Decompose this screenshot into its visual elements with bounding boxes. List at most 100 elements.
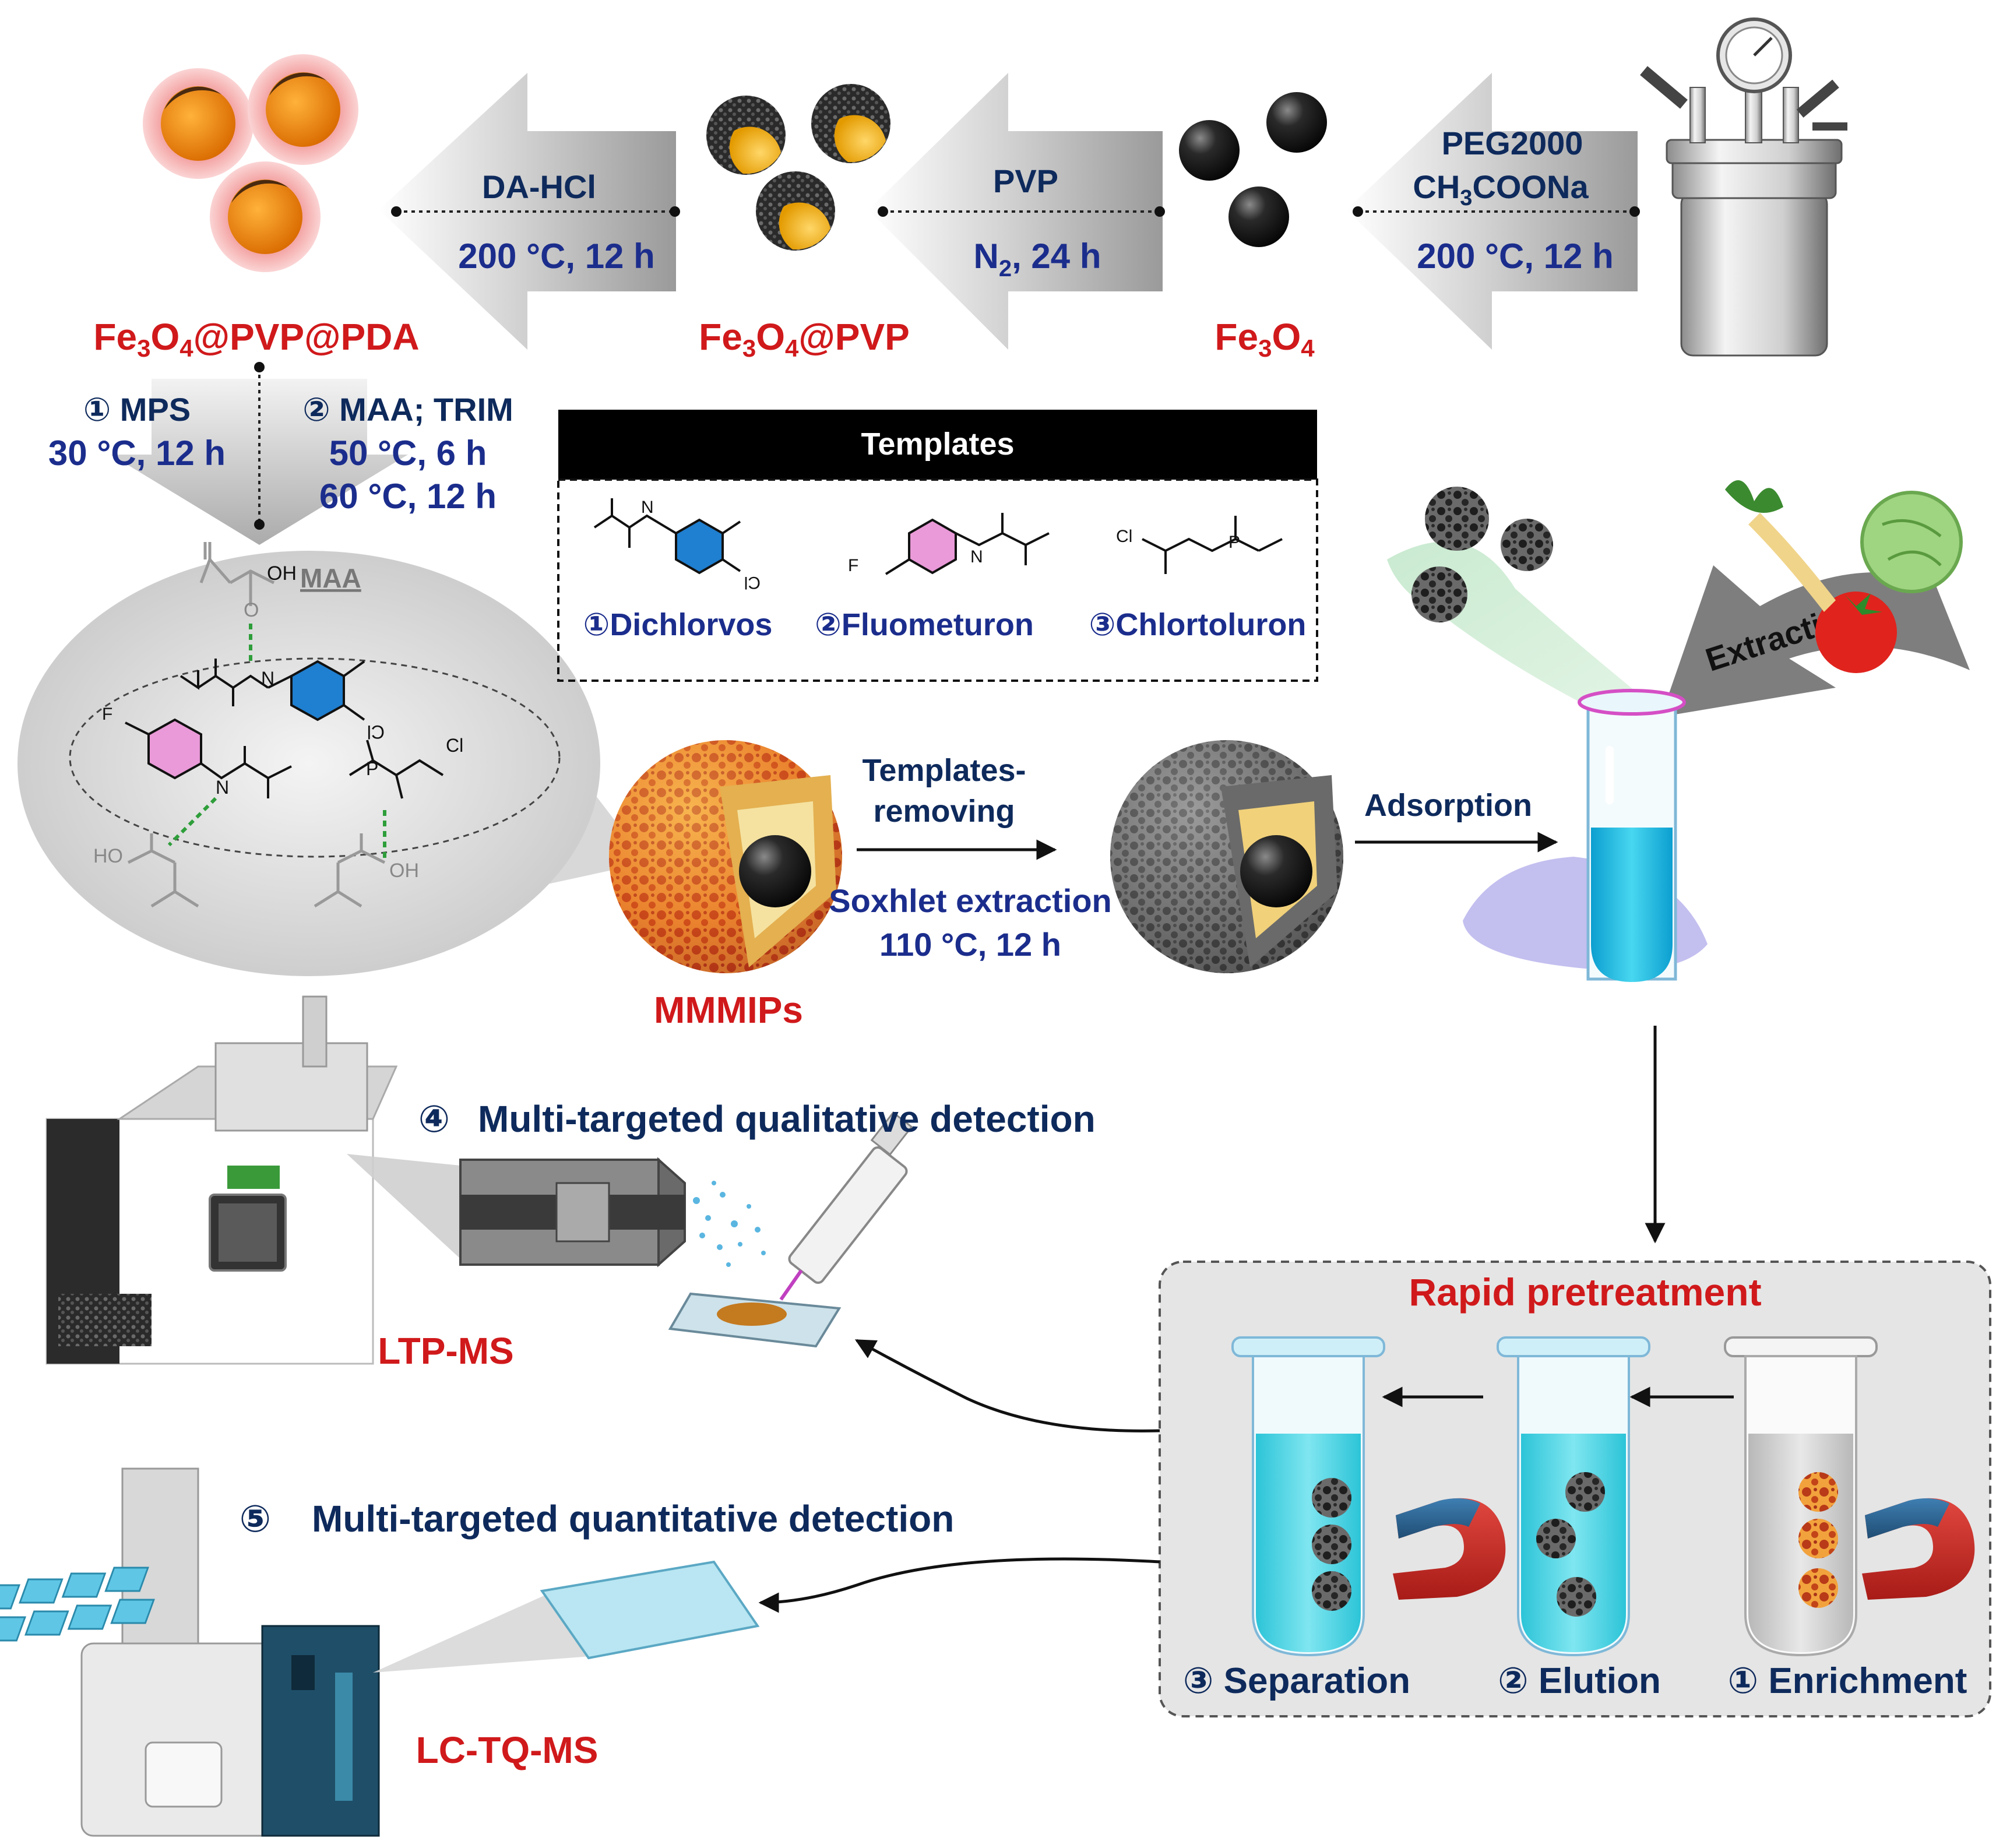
step-separation: ③ Separation bbox=[1183, 1661, 1410, 1701]
fluometuron-sub bbox=[125, 721, 292, 798]
ltp-zoom-cone bbox=[347, 1154, 460, 1259]
imprint-divider-dot-top bbox=[254, 362, 265, 372]
magnet-1 bbox=[1393, 1498, 1506, 1600]
fluometuron-f: F bbox=[102, 705, 112, 724]
extraction-arrow bbox=[1661, 565, 1970, 717]
imprint-right-cond-1: 50 °C, 6 h bbox=[329, 434, 487, 473]
syringe-icon bbox=[779, 1111, 913, 1301]
chlortoluron-structure bbox=[179, 659, 269, 706]
dichlorvos-structure bbox=[348, 740, 444, 799]
ltp-ms-label: LTP-MS bbox=[378, 1330, 513, 1372]
quant-title: Multi-targeted quantitative detection bbox=[312, 1498, 954, 1540]
step2-cond-pre: N bbox=[974, 237, 999, 276]
fe3o4-particles bbox=[1179, 92, 1327, 247]
step2-cond-post: , 24 h bbox=[1012, 237, 1101, 276]
ltp-ms-instrument bbox=[45, 995, 398, 1365]
removal-line2: removing bbox=[873, 794, 1015, 829]
pretreatment-title: Rapid pretreatment bbox=[1409, 1270, 1761, 1314]
nip-sphere bbox=[1110, 740, 1343, 973]
template2-ring bbox=[908, 518, 957, 575]
step1-conditions: 200 °C, 12 h bbox=[1417, 237, 1614, 276]
fe3o4-pvp-pda-particles bbox=[143, 54, 358, 272]
adsorption-label: Adsorption bbox=[1364, 788, 1532, 823]
maa-bottom-oh: OH bbox=[389, 860, 419, 882]
step2-reagent: PVP bbox=[993, 163, 1058, 199]
removal-line3: Soxhlet extraction bbox=[829, 882, 1111, 919]
chlortoluron-sub bbox=[267, 660, 365, 721]
imprint-bubble bbox=[17, 551, 600, 976]
maa-top-o: O bbox=[244, 599, 259, 621]
imprint-right-step: ② MAA; TRIM bbox=[302, 391, 513, 428]
lc-tq-ms-instrument bbox=[80, 1467, 380, 1837]
lc-zoom-cone bbox=[373, 1594, 606, 1673]
template2-f: F bbox=[848, 556, 858, 575]
product-fe3o4-pvp-pda: Fe3O4@PVP@PDA bbox=[93, 316, 419, 362]
lc-tq-ms-label: LC-TQ-MS bbox=[416, 1729, 599, 1771]
glass-slide bbox=[668, 1292, 842, 1348]
qual-title: Multi-targeted qualitative detection bbox=[478, 1098, 1096, 1140]
maa-top-oh: OH bbox=[267, 562, 297, 585]
step1-r2-post: COONa bbox=[1472, 168, 1589, 205]
template-item-2: ②Fluometuron bbox=[815, 607, 1034, 642]
synthesis-arrow-1 bbox=[1346, 73, 1638, 350]
tube-elution bbox=[1497, 1336, 1650, 1657]
qual-number: ④ bbox=[418, 1098, 450, 1140]
step-enrichment: ① Enrichment bbox=[1728, 1661, 1967, 1701]
template2-chain bbox=[885, 513, 1050, 575]
h-bond-2 bbox=[167, 797, 217, 847]
dichlorvos-p: P bbox=[366, 758, 378, 779]
synthesis-arrow-2 bbox=[868, 73, 1163, 350]
template-item-3: ③Chlortoluron bbox=[1089, 607, 1307, 642]
template1-ring bbox=[675, 518, 724, 575]
templates-box bbox=[557, 478, 1318, 682]
step1-reagent-2: CH3COONa bbox=[1413, 168, 1589, 210]
step-elution: ② Elution bbox=[1498, 1661, 1661, 1701]
step3-conditions: 200 °C, 12 h bbox=[458, 237, 655, 276]
autoclave-reactor-icon bbox=[1640, 17, 1847, 357]
test-tube-main bbox=[1463, 689, 1708, 982]
product-fe3o4-pvp: Fe3O4@PVP bbox=[699, 316, 910, 362]
template2-n: N bbox=[970, 547, 983, 566]
magnet-2 bbox=[1862, 1498, 1975, 1600]
template3-chain bbox=[1142, 516, 1283, 574]
arrow-divider-dots bbox=[391, 206, 1640, 217]
maa-bottom bbox=[127, 833, 386, 908]
imprint-cavity bbox=[69, 657, 561, 858]
templates-header bbox=[558, 410, 1317, 480]
tube-separation bbox=[1231, 1336, 1385, 1657]
ltp-probe bbox=[459, 1157, 686, 1268]
mmip-sphere bbox=[609, 740, 842, 973]
maa-label: MAA bbox=[300, 563, 361, 593]
imprint-left-cond: 30 °C, 12 h bbox=[48, 434, 226, 473]
fe3o4-pvp-particles bbox=[706, 84, 890, 251]
step1-r2-pre: CH bbox=[1413, 168, 1460, 205]
tube-enrichment bbox=[1724, 1336, 1878, 1657]
step3-reagent: DA-HCl bbox=[482, 168, 596, 205]
template1-chain bbox=[593, 498, 741, 572]
downward-gray-arrow bbox=[111, 379, 408, 545]
dichlorvos-cl: Cl bbox=[446, 735, 463, 756]
quant-number: ⑤ bbox=[240, 1498, 271, 1540]
chlortoluron-n: N bbox=[261, 668, 274, 689]
templates-header-label: Templates bbox=[861, 427, 1014, 462]
maa-top bbox=[199, 542, 275, 606]
vegetables bbox=[1725, 480, 1963, 673]
template1-cl: Cl bbox=[744, 573, 761, 592]
template1-n: N bbox=[641, 498, 654, 517]
template3-p: P bbox=[1228, 533, 1240, 552]
to-ltp-arrow bbox=[854, 1339, 1160, 1432]
to-lc-arrow bbox=[758, 1557, 1160, 1613]
step2-cond-sub: 2 bbox=[999, 256, 1012, 281]
step2-conditions: N2, 24 h bbox=[974, 237, 1101, 281]
fluometuron-n: N bbox=[216, 777, 229, 798]
imprint-left-step: ① MPS bbox=[83, 391, 191, 428]
removal-line4: 110 °C, 12 h bbox=[879, 926, 1061, 963]
maa-bottom-ho: HO bbox=[93, 845, 123, 867]
step1-r2-sub: 3 bbox=[1460, 186, 1472, 210]
step1-reagent-1: PEG2000 bbox=[1442, 125, 1583, 161]
removal-line1: Templates- bbox=[862, 753, 1026, 788]
product-fe3o4: Fe3O4 bbox=[1215, 316, 1315, 362]
template3-cl: Cl bbox=[1116, 527, 1132, 546]
sample-particles bbox=[1411, 487, 1553, 622]
